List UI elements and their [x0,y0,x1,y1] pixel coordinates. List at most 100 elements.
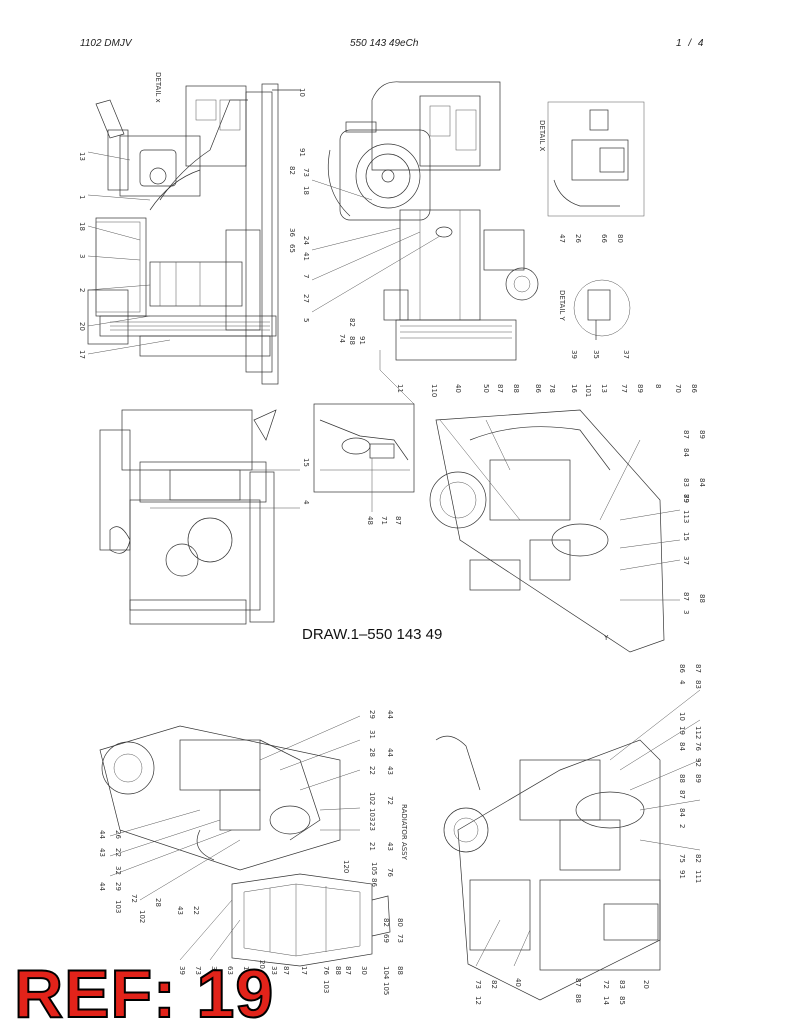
reference-label: REF: 19 [13,956,275,1032]
view-middle-right-iso: 110 40 50 87 88 86 78 16 101 13 77 89 8 … [429,384,706,653]
radiator-assy-label: RADIATOR ASSY [400,804,408,861]
callout-70: 70 [674,384,682,393]
callout-35: 35 [592,350,600,359]
callout-20: 20 [78,322,86,331]
callout-88: 88 [512,384,520,393]
callout-71: 71 [380,516,388,525]
callout-80: 80 [616,234,624,243]
callout-88: 88 [334,966,342,975]
callout-103: 103 [322,980,330,993]
callout-82: 82 [348,318,356,327]
callout-14: 14 [602,996,610,1005]
callout-73: 73 [474,980,482,989]
callout-76: 76 [694,742,702,751]
detail-x-title: DETAIL X [538,120,546,152]
callout-104: 104 [382,966,390,980]
callout-26: 26 [114,830,122,839]
callout-40: 40 [514,978,522,987]
callout-112: 112 [694,726,702,739]
callout-13: 13 [600,384,608,393]
callout-88: 88 [698,594,706,603]
callout-91: 91 [678,870,686,879]
callout-18: 18 [78,222,86,231]
callout-92: 92 [694,758,702,767]
callout-69: 69 [382,934,390,943]
callout-84: 84 [678,742,686,751]
callout-1: 1 [78,195,86,199]
callout-18: 18 [302,186,310,195]
callout-37: 37 [682,556,690,565]
callout-79: 79 [682,494,690,503]
callout-47: 47 [558,234,566,243]
callout-10: 10 [298,88,306,97]
callout-33: 33 [270,966,278,975]
callout-40: 40 [454,384,462,393]
drawing-number-label: DRAW.1–550 143 49 [302,626,443,643]
detail-y-marker: Y [603,634,609,642]
callout-44: 44 [386,748,394,757]
callout-72: 72 [386,796,394,805]
callout-83: 83 [694,680,702,689]
callout-82: 82 [288,166,296,175]
callout-15: 15 [302,458,310,467]
callout-4: 4 [302,500,310,505]
callout-2: 2 [678,824,686,828]
callout-35: 35 [210,966,218,975]
callout-82: 82 [382,918,390,927]
callout-20: 20 [642,980,650,989]
callout-82: 82 [694,854,702,863]
callout-73: 73 [302,168,310,177]
callout-28: 28 [368,748,376,757]
callout-88: 88 [396,966,404,975]
callout-86: 86 [690,384,698,393]
callout-89: 89 [694,774,702,783]
callout-77: 77 [620,384,628,393]
callout-105: 105 [370,862,378,875]
callout-36: 36 [288,228,296,237]
callout-41: 41 [302,252,310,261]
callout-83: 83 [682,478,690,487]
callout-44: 44 [98,882,106,891]
callout-87: 87 [496,384,504,393]
callout-76: 76 [386,868,394,877]
callout-80: 80 [396,918,404,927]
callout-103: 103 [368,808,376,821]
callout-44: 44 [386,710,394,719]
callout-21: 21 [368,842,376,851]
callout-84: 84 [682,448,690,457]
callout-43: 43 [386,766,394,775]
callout-87: 87 [282,966,290,975]
callout-75: 75 [678,854,686,863]
callout-3: 3 [682,610,690,614]
view-middle-left-engine: 15 4 [99,409,310,625]
callout-86: 86 [678,664,686,673]
callout-87: 87 [574,978,582,987]
callout-87: 87 [344,966,352,975]
callout-65: 65 [288,244,296,253]
callout-39: 39 [570,350,578,359]
callout-76: 76 [322,966,330,975]
callout-26: 26 [574,234,582,243]
header-drawing-number: 550 143 49eCh [350,38,419,49]
callout-17: 17 [78,350,86,359]
callout-50: 50 [482,384,490,393]
callout-15: 15 [682,532,690,541]
callout-12: 12 [474,996,482,1005]
callout-83: 83 [618,980,626,989]
header-page-number: 1 / 4 [676,38,706,49]
callout-39: 39 [178,966,186,975]
callout-43: 43 [98,848,106,857]
callout-7: 7 [302,274,310,278]
callout-87: 87 [678,790,686,799]
view-bottom-right-iso: 86 87 4 83 10 19 112 84 76 92 88 87 89 8… [435,664,702,1005]
callout-120: 120 [342,860,350,873]
callout-88: 88 [574,994,582,1003]
callout-3: 3 [78,254,86,258]
callout-72: 72 [130,894,138,903]
callout-87: 87 [682,592,690,601]
callout-24: 24 [302,236,310,245]
callout-22: 22 [192,906,200,915]
callout-10: 10 [678,712,686,721]
callout-87: 87 [394,516,402,525]
